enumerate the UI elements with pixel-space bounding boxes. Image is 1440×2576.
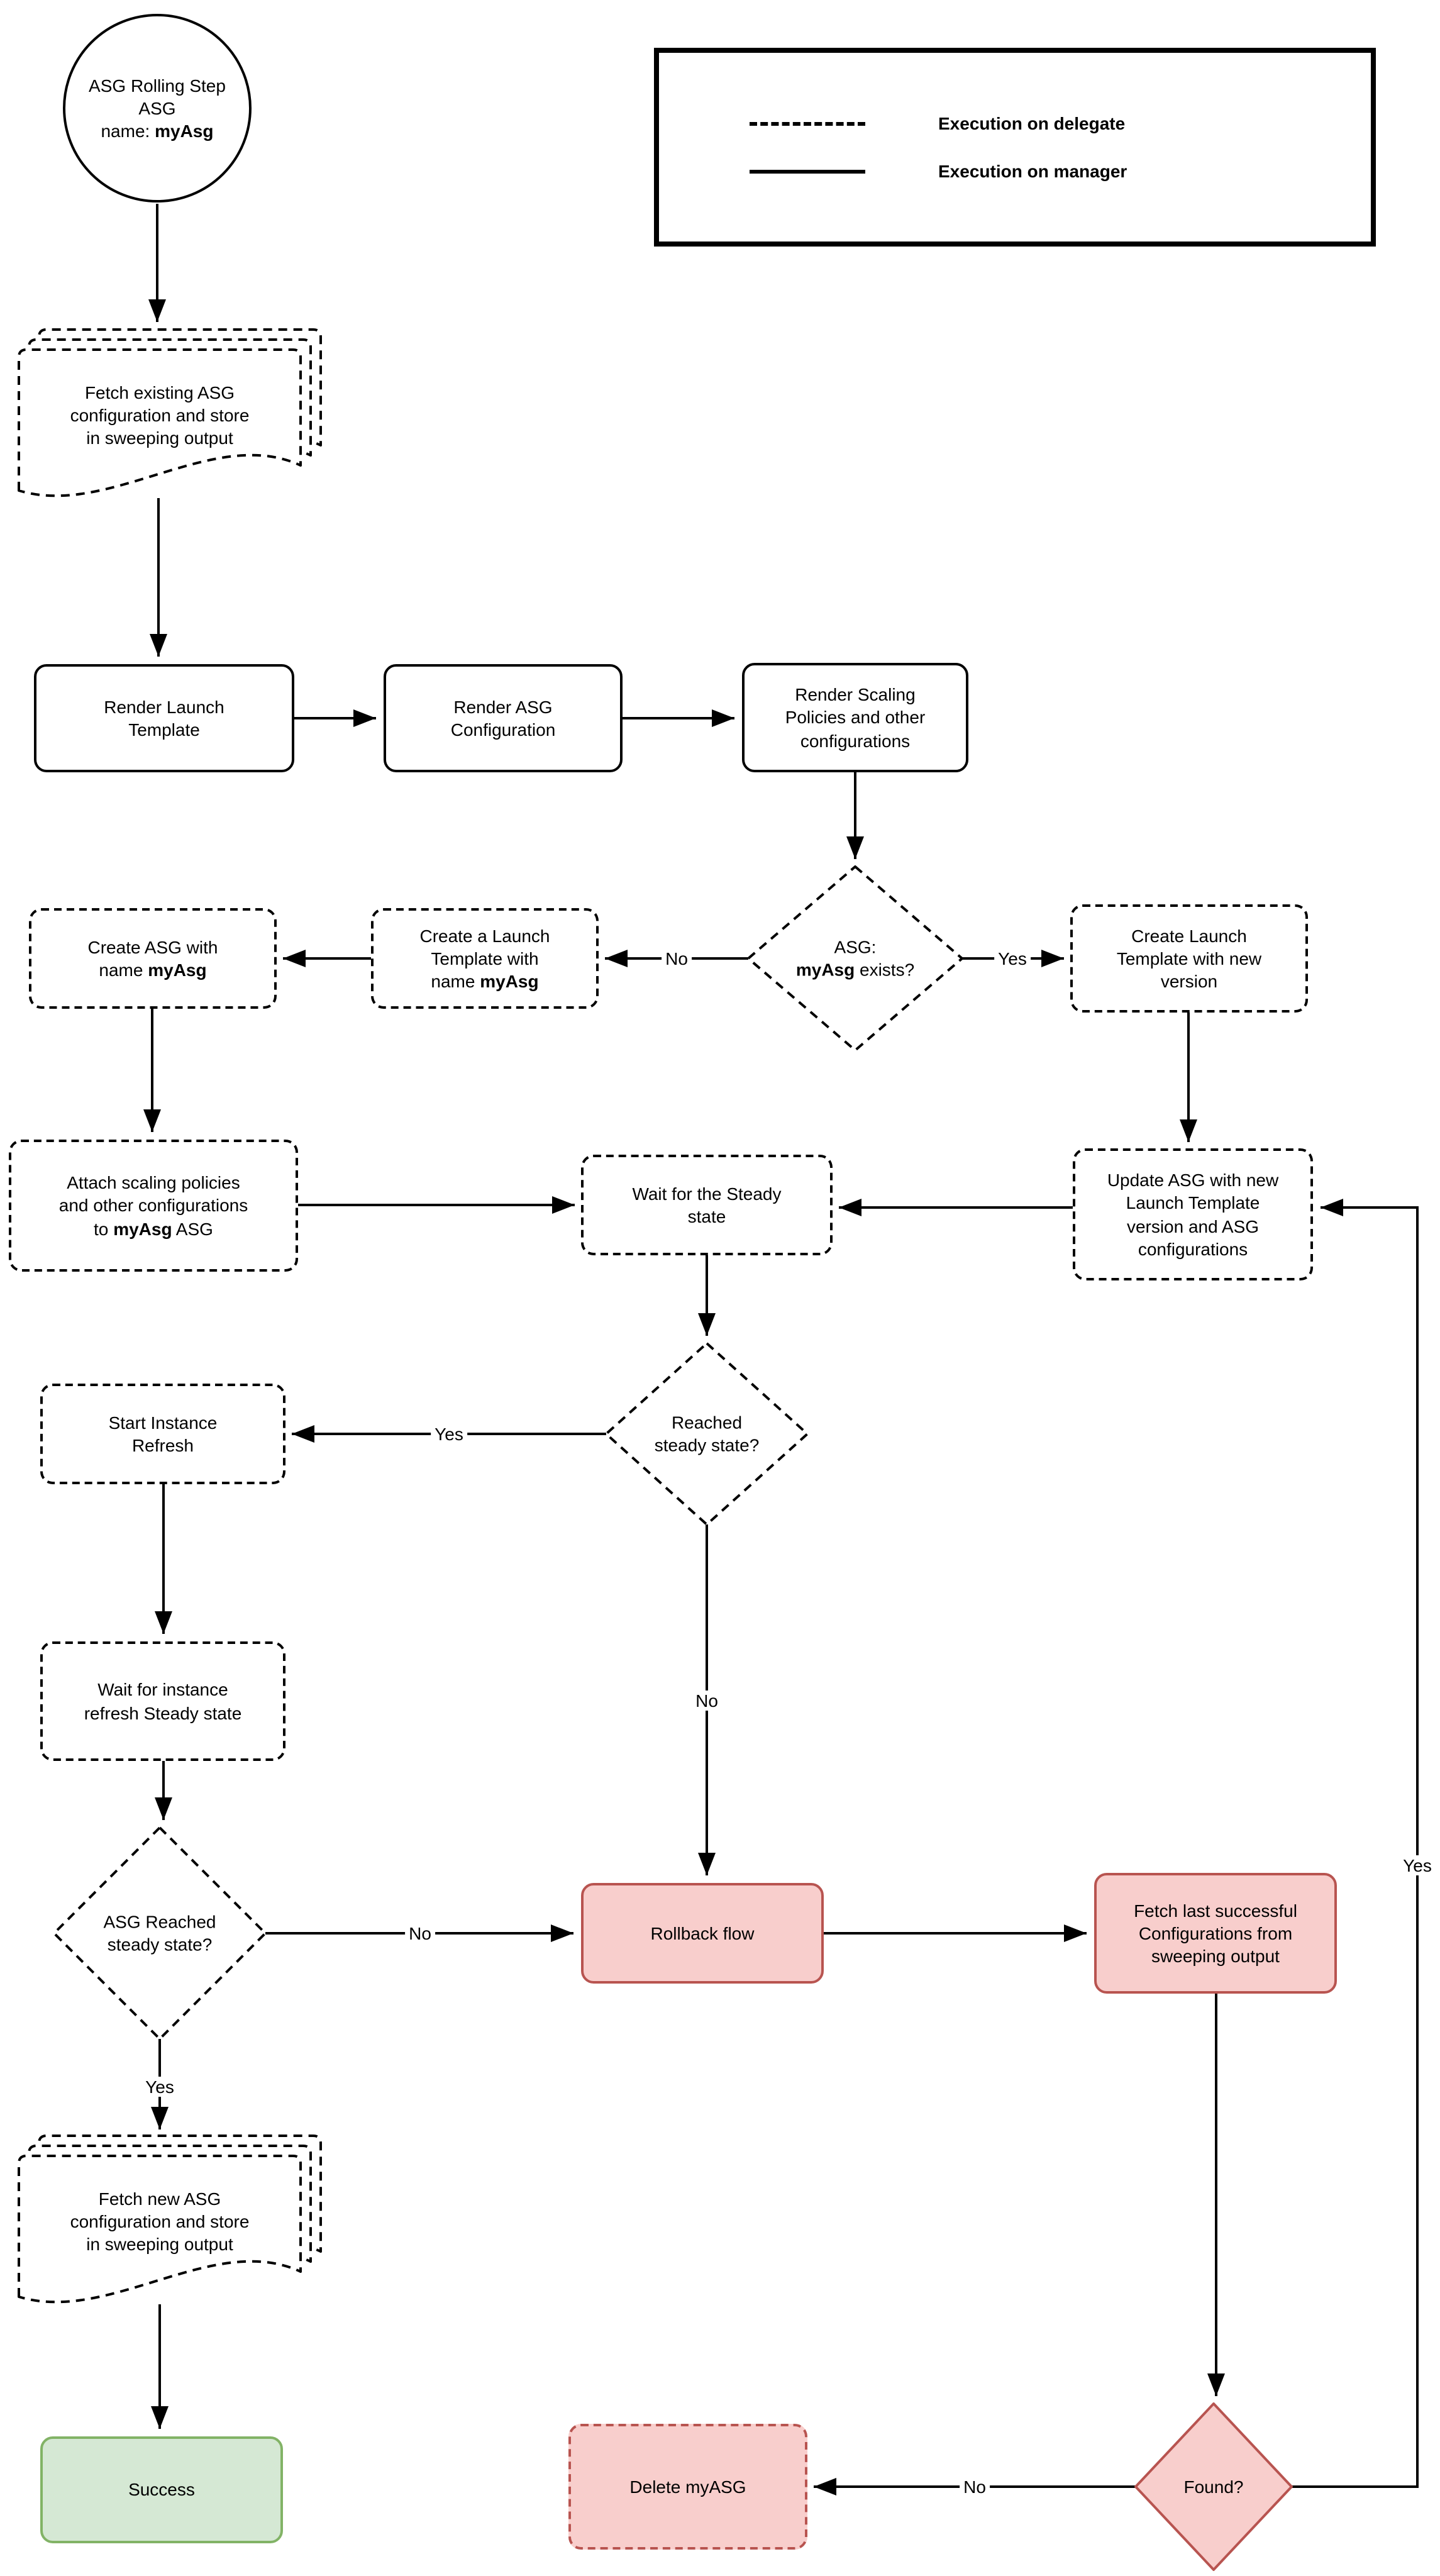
node-rollback-flow: Rollback flow [581,1883,824,1984]
legend-row-delegate: Execution on delegate [659,113,1371,133]
diamond-found [1134,2402,1293,2571]
legend-row-manager: Execution on manager [659,161,1371,181]
node-delete-myasg: Delete myASG [568,2424,807,2550]
doc-fetch-existing-shape [18,328,322,497]
legend-label-delegate: Execution on delegate [938,113,1126,133]
edge-label-reached-no: No [692,1690,722,1711]
legend: Execution on delegate Execution on manag… [654,48,1376,247]
edge-label-exists-yes: Yes [994,948,1031,969]
edge-label-asg-reached-no: No [405,1923,435,1943]
legend-label-manager: Execution on manager [938,161,1127,181]
edge-found-yes-to-update [1292,1199,1419,2488]
edge-label-asg-reached-yes: Yes [141,2077,178,2097]
edge-label-found-yes: Yes [1399,1855,1436,1875]
dashed-line-sample [750,121,865,125]
edge-label-exists-no: No [662,948,692,969]
doc-fetch-new-shape [18,2135,322,2304]
edge-label-reached-yes: Yes [431,1424,467,1444]
diamond-asg-reached-steady [53,1826,267,2040]
diamond-asg-exists [747,865,963,1052]
diamond-reached-steady [605,1342,809,1526]
solid-line-sample [750,169,865,173]
edge-label-found-no: No [960,2477,990,2497]
node-success: Success [40,2436,283,2543]
